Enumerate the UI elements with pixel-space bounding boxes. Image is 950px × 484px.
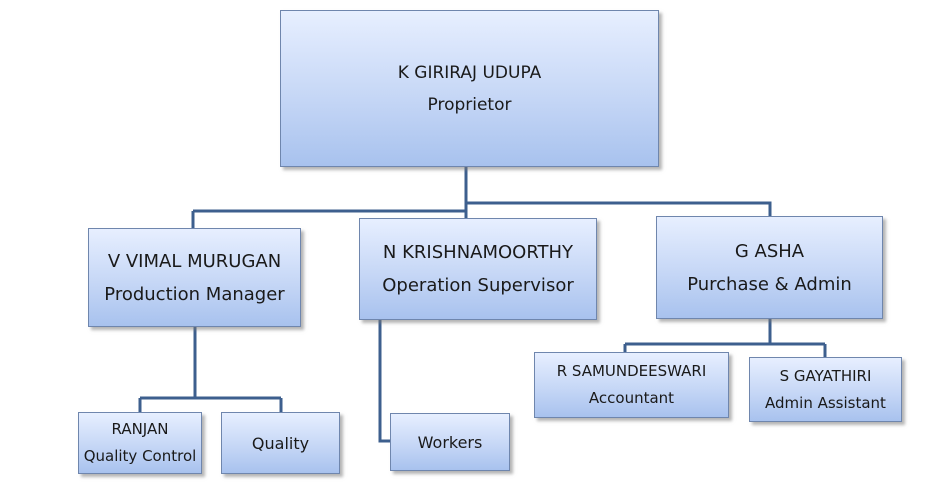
connector-asha-to-reports <box>623 319 827 357</box>
connector-krishnamoorthy-to-workers <box>378 320 390 443</box>
node-workers: Workers <box>390 413 510 471</box>
node-name: RANJAN <box>111 420 169 438</box>
node-quality-control: RANJAN Quality Control <box>78 412 202 474</box>
connector-vimal-to-reports <box>138 327 283 412</box>
connector-to-asha <box>466 201 772 216</box>
node-role: Purchase & Admin <box>687 273 852 295</box>
node-operation-supervisor: N KRISHNAMOORTHY Operation Supervisor <box>359 218 597 320</box>
node-name: G ASHA <box>734 240 805 262</box>
node-name: S GAYATHIRI <box>779 366 872 385</box>
node-role: Operation Supervisor <box>382 275 574 296</box>
node-label: Workers <box>417 432 483 452</box>
node-role: Accountant <box>588 389 675 407</box>
node-name: R SAMUNDEESWARI <box>556 362 707 380</box>
node-name: N KRISHNAMOORTHY <box>382 242 574 263</box>
node-production-manager: V VIMAL MURUGAN Production Manager <box>88 228 301 327</box>
node-quality: Quality <box>221 412 340 474</box>
connector-to-vimal <box>191 209 466 228</box>
node-role: Quality Control <box>83 447 197 465</box>
node-accountant: R SAMUNDEESWARI Accountant <box>534 352 729 418</box>
node-name: K GIRIRAJ UDUPA <box>397 62 542 83</box>
node-role: Admin Assistant <box>765 393 886 412</box>
node-name: V VIMAL MURUGAN <box>107 250 282 272</box>
node-role: Production Manager <box>104 283 285 305</box>
node-label: Quality <box>251 433 310 453</box>
node-purchase-admin: G ASHA Purchase & Admin <box>656 216 883 319</box>
node-admin-assistant: S GAYATHIRI Admin Assistant <box>749 357 902 422</box>
node-proprietor: K GIRIRAJ UDUPA Proprietor <box>280 10 659 167</box>
node-role: Proprietor <box>427 94 512 115</box>
